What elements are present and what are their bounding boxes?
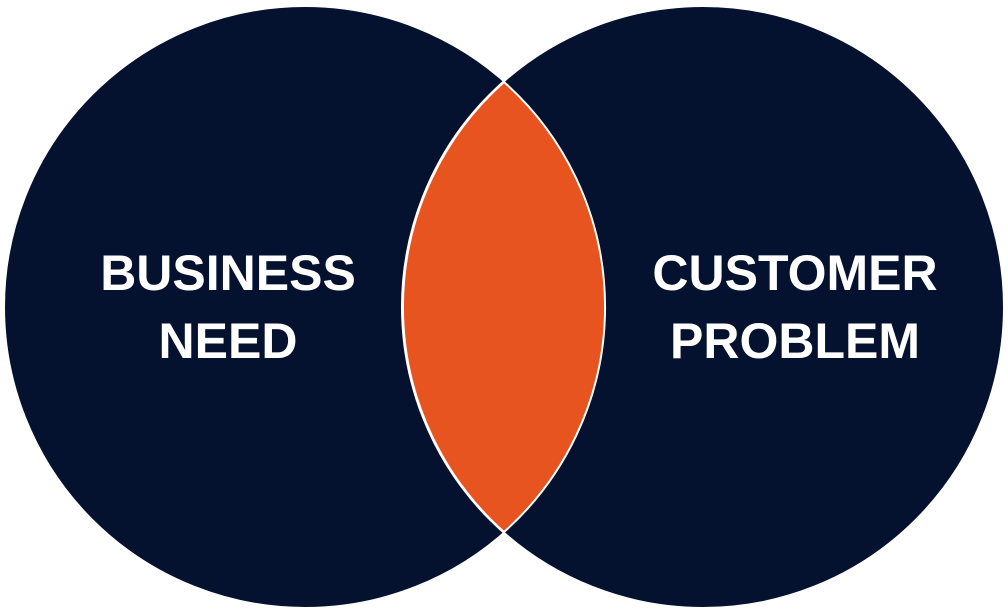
business-label-line-2: NEED bbox=[159, 313, 298, 369]
business-label-line-1: BUSINESS bbox=[100, 245, 356, 301]
customer-label-line-1: CUSTOMER bbox=[652, 245, 937, 301]
customer-label-line-2: PROBLEM bbox=[670, 313, 920, 369]
intersection-lens bbox=[401, 80, 607, 534]
